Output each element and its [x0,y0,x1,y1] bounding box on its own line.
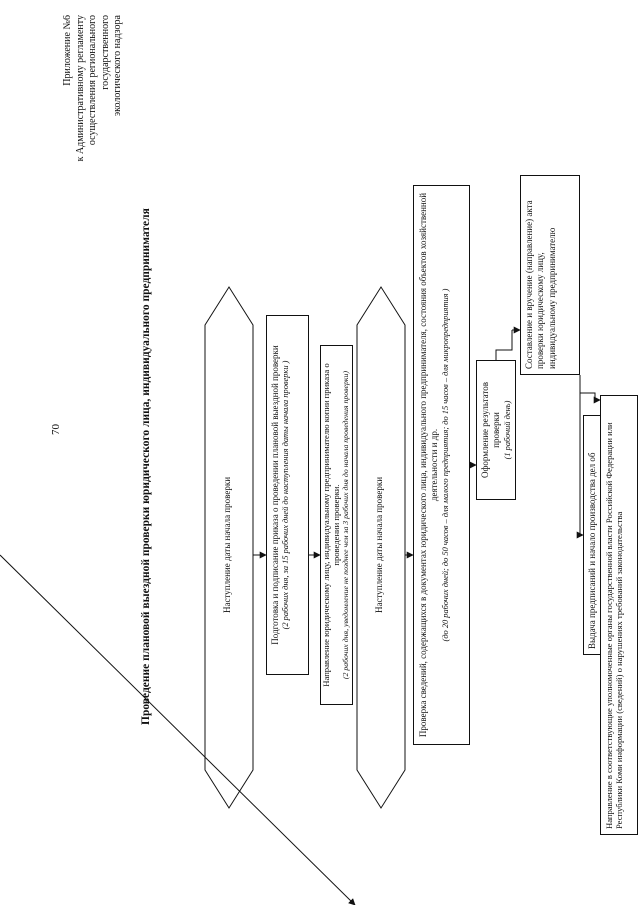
start-date-label-2: Наступление даты начала проверки [374,476,384,614]
appendix-line-5: экологического надзора [112,15,123,117]
step-notify-text: Направление юридическому лицу, индивидуа… [321,363,341,687]
step-notify: Направление юридическому лицу, индивидуа… [320,345,353,705]
connector-act-authorities [580,392,596,400]
step-check-documents-text: Проверка сведений, содержащихся в докуме… [418,192,440,738]
appendix-line-2: к Административному регламенту [74,15,86,162]
appendix-line-1: Приложение №6 [62,15,73,86]
appendix-header: Приложение №6 к Административному реглам… [62,15,125,205]
step-act: Составление и вручение (направление) акт… [520,175,580,375]
step-results: Оформление результатов проверки (1 рабоч… [476,360,516,500]
step-prepare-order-timing: (2 рабочих дня, за 15 рабочих дней до на… [281,360,291,630]
step-check-documents: Проверка сведений, содержащихся в докуме… [413,185,470,745]
start-date-label-1: Наступление даты начала проверки [222,476,232,614]
step-results-timing: (1 рабочий день) [502,400,512,460]
arrow-act-prescriptions [576,375,584,539]
start-ribbon-2 [356,286,406,809]
page-number: 70 [50,424,62,435]
step-check-documents-timing: (до 20 рабочих дней; до 50 часов – для м… [440,288,450,642]
step-prepare-order: Подготовка и подписание приказа о провед… [266,315,309,675]
connector-results-act [495,330,513,360]
start-ribbon-1 [204,286,254,809]
appendix-line-3: осуществления регионального [87,15,98,146]
step-prepare-order-text: Подготовка и подписание приказа о провед… [270,345,280,645]
page-title: Проведение плановой выездной проверки юр… [140,208,152,725]
arrow-notify-start2 [0,554,356,905]
step-results-text: Оформление результатов проверки [480,382,502,478]
appendix-line-4: государственного [99,15,111,90]
step-notify-timing: (2 рабочих дня, уведомление не позднее ч… [340,370,350,680]
outcome-authorities: Направление в соответствующие уполномоче… [600,395,638,835]
